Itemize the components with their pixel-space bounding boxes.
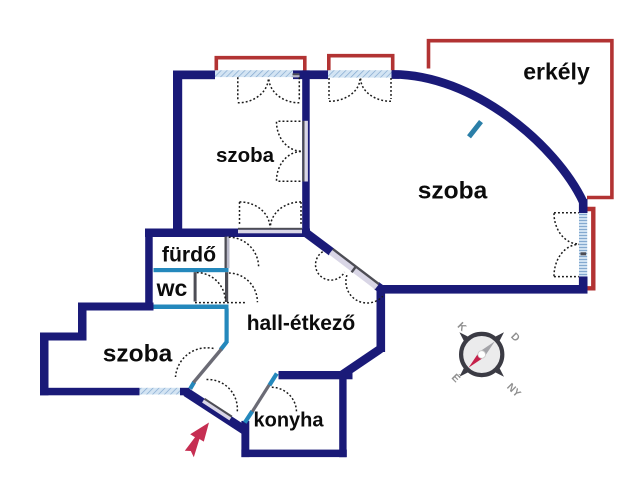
svg-text:szoba: szoba xyxy=(418,177,488,204)
svg-text:hall-étkező: hall-étkező xyxy=(247,312,356,335)
svg-text:É: É xyxy=(449,371,463,385)
svg-text:szoba: szoba xyxy=(216,144,275,167)
svg-text:NY: NY xyxy=(504,381,523,400)
svg-text:wc: wc xyxy=(156,275,188,301)
svg-text:erkély: erkély xyxy=(523,59,590,85)
svg-text:szoba: szoba xyxy=(103,341,173,368)
svg-text:D: D xyxy=(508,330,522,344)
svg-text:K: K xyxy=(455,320,469,334)
svg-text:fürdő: fürdő xyxy=(162,244,216,267)
svg-text:konyha: konyha xyxy=(253,410,324,432)
